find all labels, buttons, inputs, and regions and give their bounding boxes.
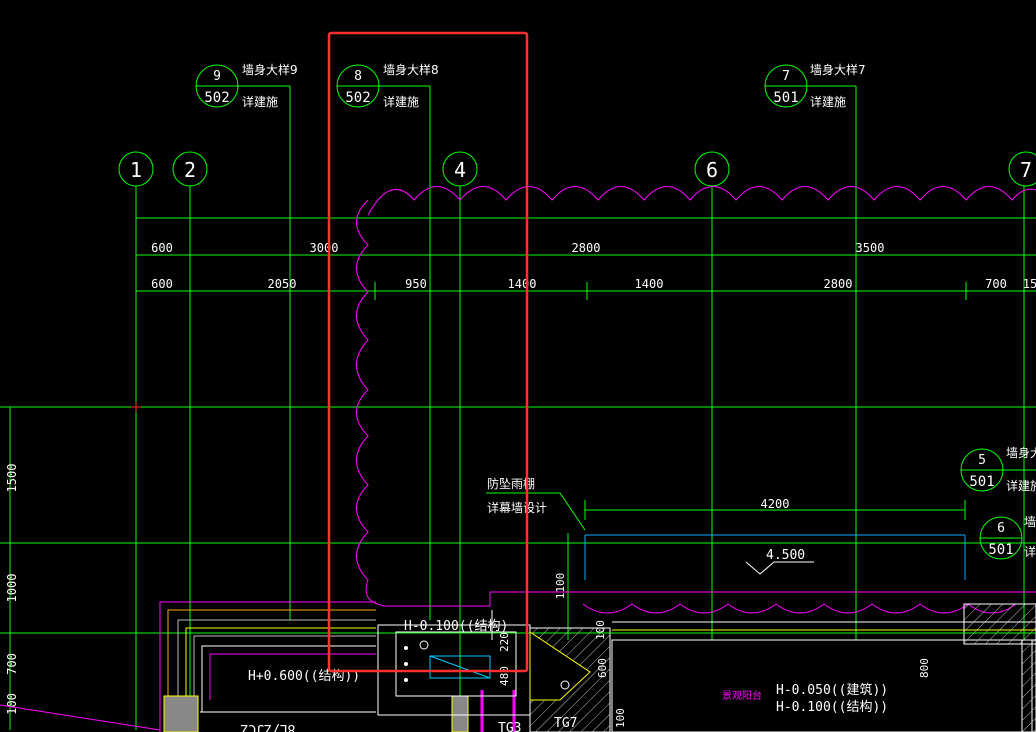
detail-callout-6-title: 墙 <box>1024 515 1036 529</box>
dim-4200-text: 4200 <box>761 497 790 511</box>
mid-column-grey <box>451 695 469 732</box>
dimension-row-2: 600 2050 950 1400 1400 2800 700 15 <box>151 277 1036 291</box>
red-grid-origin <box>131 402 141 412</box>
grid-axis-1[interactable]: 1 <box>118 151 154 187</box>
detail-callout-7[interactable]: 7 501 墙身大样7 详建施 <box>764 62 866 109</box>
dim-v-1000: 1000 <box>5 574 19 603</box>
detail-callout-5[interactable]: 5 501 墙身大 详建施 <box>960 445 1036 493</box>
grid-axis-6-label: 6 <box>706 158 718 182</box>
dim-3500: 3500 <box>856 241 885 255</box>
h-minus-0100-text: H-0.100((结构) <box>404 619 508 634</box>
grid-axis-7-label: 7 <box>1020 158 1032 182</box>
detail-callout-8-number: 8 <box>354 69 362 84</box>
revision-cloud-bottom <box>385 591 1036 614</box>
detail-callout-5-subtitle: 详建施 <box>1006 478 1036 493</box>
detail-callout-8-title: 墙身大样8 <box>383 62 439 77</box>
detail-callout-5-title: 墙身大 <box>1006 445 1036 460</box>
dim-100-text: 100 <box>594 620 607 640</box>
dimension-vertical: 1500 1000 700 100 <box>5 464 19 715</box>
dimension-row-1: 600 3000 2800 3500 <box>151 241 884 255</box>
landscape-balcony-label: 景观阳台 <box>722 689 762 702</box>
dim-800-text: 800 <box>918 658 931 678</box>
dim-700: 700 <box>985 277 1007 291</box>
level-4500-text: 4.500 <box>766 548 805 563</box>
annotations: 防坠雨棚 详幕墙设计 4200 1100 H-0.100((结构) H+0.60… <box>240 476 931 732</box>
dim-v-100: 100 <box>5 693 19 715</box>
dim-1400-b: 1400 <box>635 277 664 291</box>
dim-600-v-text: 600 <box>596 658 609 678</box>
detail-callout-7-subtitle: 详建施 <box>810 94 846 109</box>
dim-2050: 2050 <box>268 277 297 291</box>
dim-1400-a: 1400 <box>508 277 537 291</box>
revision-cloud-top <box>367 186 1036 216</box>
detail-callout-6-subtitle: 详 <box>1024 544 1036 559</box>
dimension-ticks <box>135 249 967 300</box>
detail-callout-6-number: 6 <box>997 521 1005 536</box>
left-wall-outlines <box>0 601 376 732</box>
dim-v-700: 700 <box>5 653 19 675</box>
grid-axis-4-label: 4 <box>454 158 466 182</box>
detail-callouts: 9 502 墙身大样9 详建施 8 502 墙身大样8 详建施 7 501 墙身… <box>195 62 1036 560</box>
grid-axis-bubbles: 1 2 4 6 7 <box>118 151 1036 187</box>
detail-callout-9-subtitle: 详建施 <box>242 94 278 109</box>
dim-950: 950 <box>405 277 427 291</box>
tg7-label: TG7 <box>554 716 577 731</box>
grid-lines <box>0 85 1036 730</box>
detail-callout-5-sheet: 501 <box>969 474 994 490</box>
dim-480-text: 480 <box>498 666 511 686</box>
level-marker-4500: 4.500 <box>745 548 814 575</box>
detail-callout-7-title: 墙身大样7 <box>810 62 866 77</box>
dim-600-a: 600 <box>151 241 173 255</box>
rain-shed-label: 防坠雨棚 <box>487 476 535 491</box>
dim-100b-text: 100 <box>614 708 627 728</box>
detail-callout-6[interactable]: 6 501 墙 详 <box>979 515 1036 560</box>
detail-callout-9-sheet: 502 <box>204 90 229 106</box>
detail-callout-7-number: 7 <box>782 69 790 84</box>
selection-box[interactable] <box>327 31 529 673</box>
detail-callout-7-sheet: 501 <box>773 90 798 106</box>
tg3-label: TG3 <box>498 721 521 732</box>
detail-callout-8-subtitle: 详建施 <box>383 94 419 109</box>
mirrored-label: 8L/ZJCZ <box>240 721 295 732</box>
dim-15: 15 <box>1023 277 1036 291</box>
left-column-grey <box>163 695 199 732</box>
right-hatched-wall <box>529 603 1036 732</box>
detail-callout-9-title: 墙身大样9 <box>242 62 298 77</box>
h-minus-0050-text: H-0.050((建筑)) <box>776 682 888 698</box>
detail-callout-6-sheet: 501 <box>988 542 1013 558</box>
revision-cloud-left <box>356 199 386 607</box>
grid-axis-7[interactable]: 7 <box>1008 151 1036 187</box>
detail-callout-9-number: 9 <box>213 69 221 84</box>
detail-callout-5-number: 5 <box>978 453 986 468</box>
dim-2800-b: 2800 <box>824 277 853 291</box>
grid-axis-1-label: 1 <box>130 158 142 182</box>
detail-callout-9[interactable]: 9 502 墙身大样9 详建施 <box>195 62 298 109</box>
dim-v-1500: 1500 <box>5 464 19 493</box>
h-plus-0600-text: H+0.600((结构)) <box>248 669 360 684</box>
detail-callout-8[interactable]: 8 502 墙身大样8 详建施 <box>336 62 439 109</box>
grid-axis-4[interactable]: 4 <box>442 151 478 187</box>
grid-axis-6[interactable]: 6 <box>694 151 730 187</box>
curtain-wall-label: 详幕墙设计 <box>487 500 547 515</box>
level-lines <box>584 534 966 580</box>
dim-600-b: 600 <box>151 277 173 291</box>
dim-2800-a: 2800 <box>572 241 601 255</box>
h-minus-0100b-text: H-0.100((结构)) <box>776 700 888 715</box>
grid-axis-2-label: 2 <box>184 158 196 182</box>
dim-220-text: 220 <box>498 632 511 652</box>
dim-3000: 3000 <box>310 241 339 255</box>
dim-1100-text: 1100 <box>554 573 567 600</box>
detail-callout-8-sheet: 502 <box>345 90 370 106</box>
grid-axis-2[interactable]: 2 <box>172 151 208 187</box>
